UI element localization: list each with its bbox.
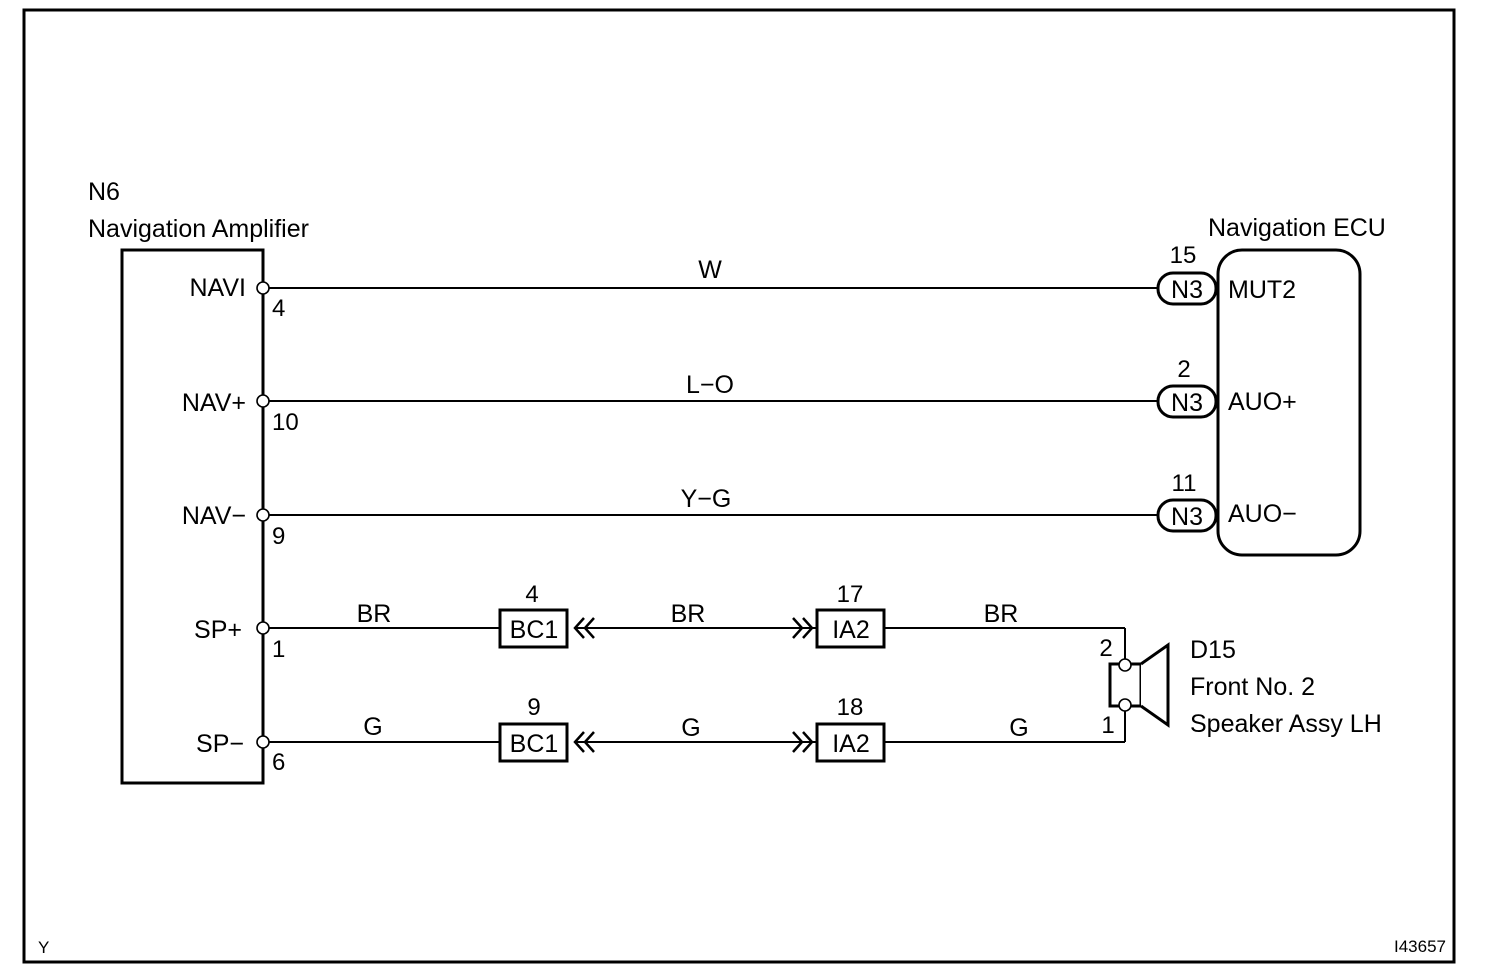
amp-terminal-nav-plus: NAV+ (182, 389, 246, 417)
ecu-connector-n3 (1156, 498, 1218, 533)
amplifier-code: N6 (88, 178, 120, 206)
speaker-name-line2: Speaker Assy LH (1190, 710, 1382, 738)
connector-ia2-pin: 18 (837, 694, 864, 721)
connector-bc1-pin: 4 (525, 581, 538, 608)
speaker-pin: 1 (1101, 712, 1114, 739)
amp-pin-nav-plus: 10 (272, 409, 299, 436)
connector-ia2-label: IA2 (832, 616, 870, 644)
amp-terminal-nav-minus: NAV− (182, 502, 246, 530)
connector-bc1-label: BC1 (510, 616, 559, 644)
speaker-icon (1108, 642, 1170, 728)
connector-bc1 (498, 608, 569, 649)
amp-pin-sp-plus: 1 (272, 636, 285, 663)
connector-ia2-pin: 17 (837, 581, 864, 608)
connector-plug-icon (792, 731, 814, 753)
connector-bc1-label: BC1 (510, 730, 559, 758)
ecu-connector-n3 (1156, 271, 1218, 306)
ecu-terminal-mut2: MUT2 (1228, 276, 1296, 304)
wire-color-label: Y−G (681, 485, 732, 513)
connector-plug-icon (792, 617, 814, 639)
wire-color-label: G (1009, 714, 1028, 742)
speaker-pin: 2 (1099, 635, 1112, 662)
connector-bc1-pin: 9 (527, 694, 540, 721)
connector-ia2-label: IA2 (832, 730, 870, 758)
figure-id: I43657 (1394, 937, 1446, 956)
amp-terminal-dot (256, 394, 270, 408)
wire-color-label: L−O (686, 371, 734, 399)
corner-mark: Y (38, 938, 49, 957)
connector-ia2 (815, 722, 886, 763)
diagram-frame (22, 8, 1456, 964)
ecu-pin-number: 11 (1172, 470, 1197, 497)
amp-pin-navi: 4 (272, 295, 285, 322)
wire-color-label: BR (357, 600, 392, 628)
ecu-connector-label: N3 (1171, 389, 1203, 417)
amp-terminal-dot (256, 621, 270, 635)
ecu-connector-label: N3 (1171, 276, 1203, 304)
ecu-terminal-auo-minus: AUO− (1228, 500, 1297, 528)
amplifier-box (120, 248, 265, 785)
speaker-code: D15 (1190, 636, 1236, 664)
wire-color-label: G (363, 713, 382, 741)
wire-color-label: BR (671, 600, 706, 628)
ecu-connector-n3 (1156, 384, 1218, 419)
wire-color-label: BR (984, 600, 1019, 628)
amp-pin-nav-minus: 9 (272, 523, 285, 550)
amp-terminal-sp-minus: SP− (196, 730, 244, 758)
amp-terminal-dot (256, 281, 270, 295)
ecu-pin-number: 2 (1177, 356, 1190, 383)
ecu-box (1216, 248, 1362, 557)
ecu-pin-number: 15 (1170, 242, 1197, 269)
wire-color-label: G (681, 714, 700, 742)
amplifier-name: Navigation Amplifier (88, 215, 309, 243)
speaker-name-line1: Front No. 2 (1190, 673, 1315, 701)
connector-ia2 (815, 608, 886, 649)
amp-terminal-sp-plus: SP+ (194, 616, 242, 644)
ecu-name: Navigation ECU (1208, 214, 1386, 242)
wire-color-label: W (698, 256, 722, 284)
amp-terminal-navi: NAVI (190, 274, 247, 302)
ecu-connector-label: N3 (1171, 503, 1203, 531)
amp-pin-sp-minus: 6 (272, 749, 285, 776)
amp-terminal-dot (256, 508, 270, 522)
amp-terminal-dot (256, 735, 270, 749)
connector-bc1 (498, 722, 569, 763)
ecu-terminal-auo-plus: AUO+ (1228, 388, 1297, 416)
